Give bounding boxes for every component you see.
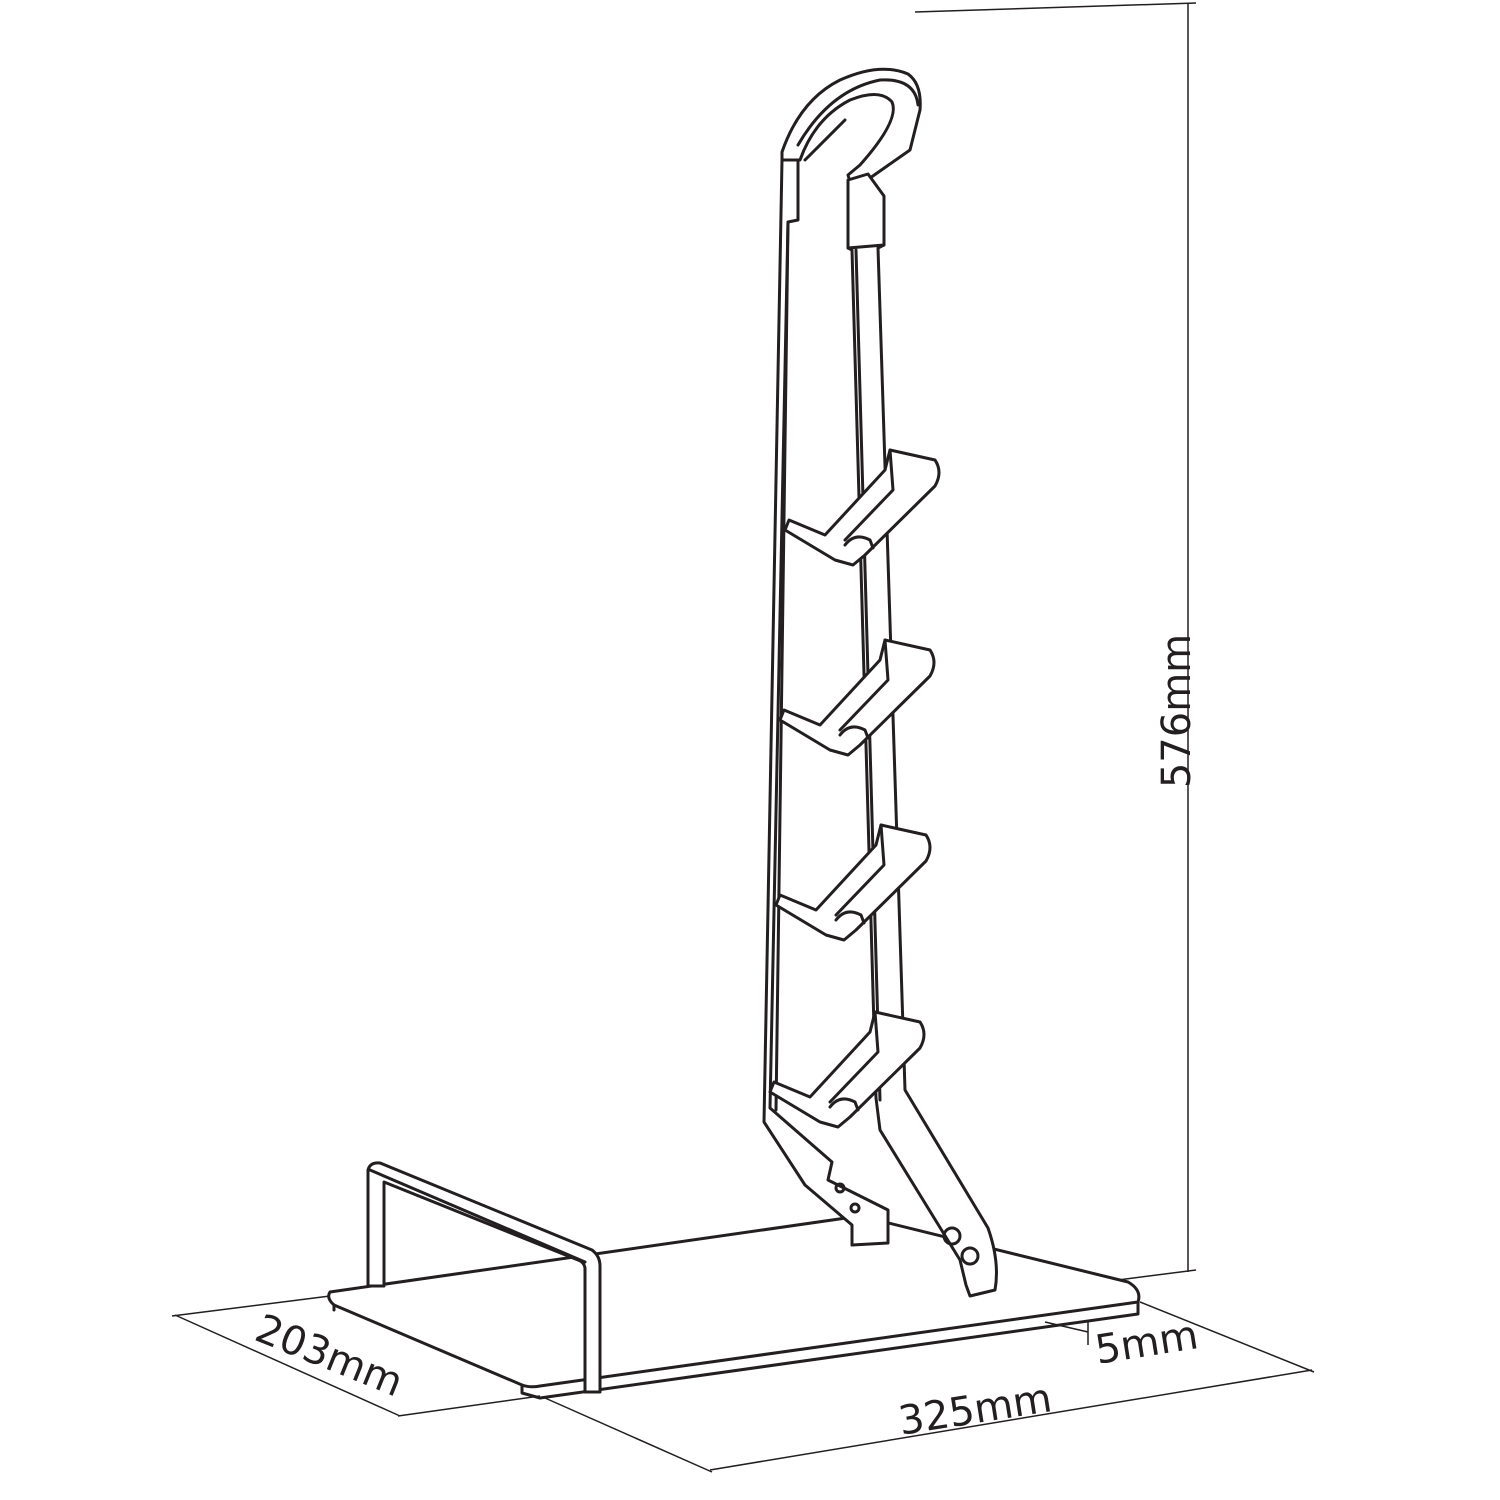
top-loop [780,67,922,184]
width-dimension-lines [544,1301,1315,1473]
left-rail [762,158,890,1247]
base-plate [327,1214,1141,1400]
hook-3 [774,823,932,942]
hook-1 [783,448,941,567]
depth-dimension-lines [171,1295,541,1417]
height-dimension-lines [914,2,1197,1281]
height-dimension-label: 576mm [1154,633,1201,789]
hook-4 [768,1010,926,1129]
hook-2 [778,638,936,757]
thickness-leader-line [1044,1320,1089,1345]
front-bar [366,1161,602,1394]
accessory-hooks [768,448,941,1129]
